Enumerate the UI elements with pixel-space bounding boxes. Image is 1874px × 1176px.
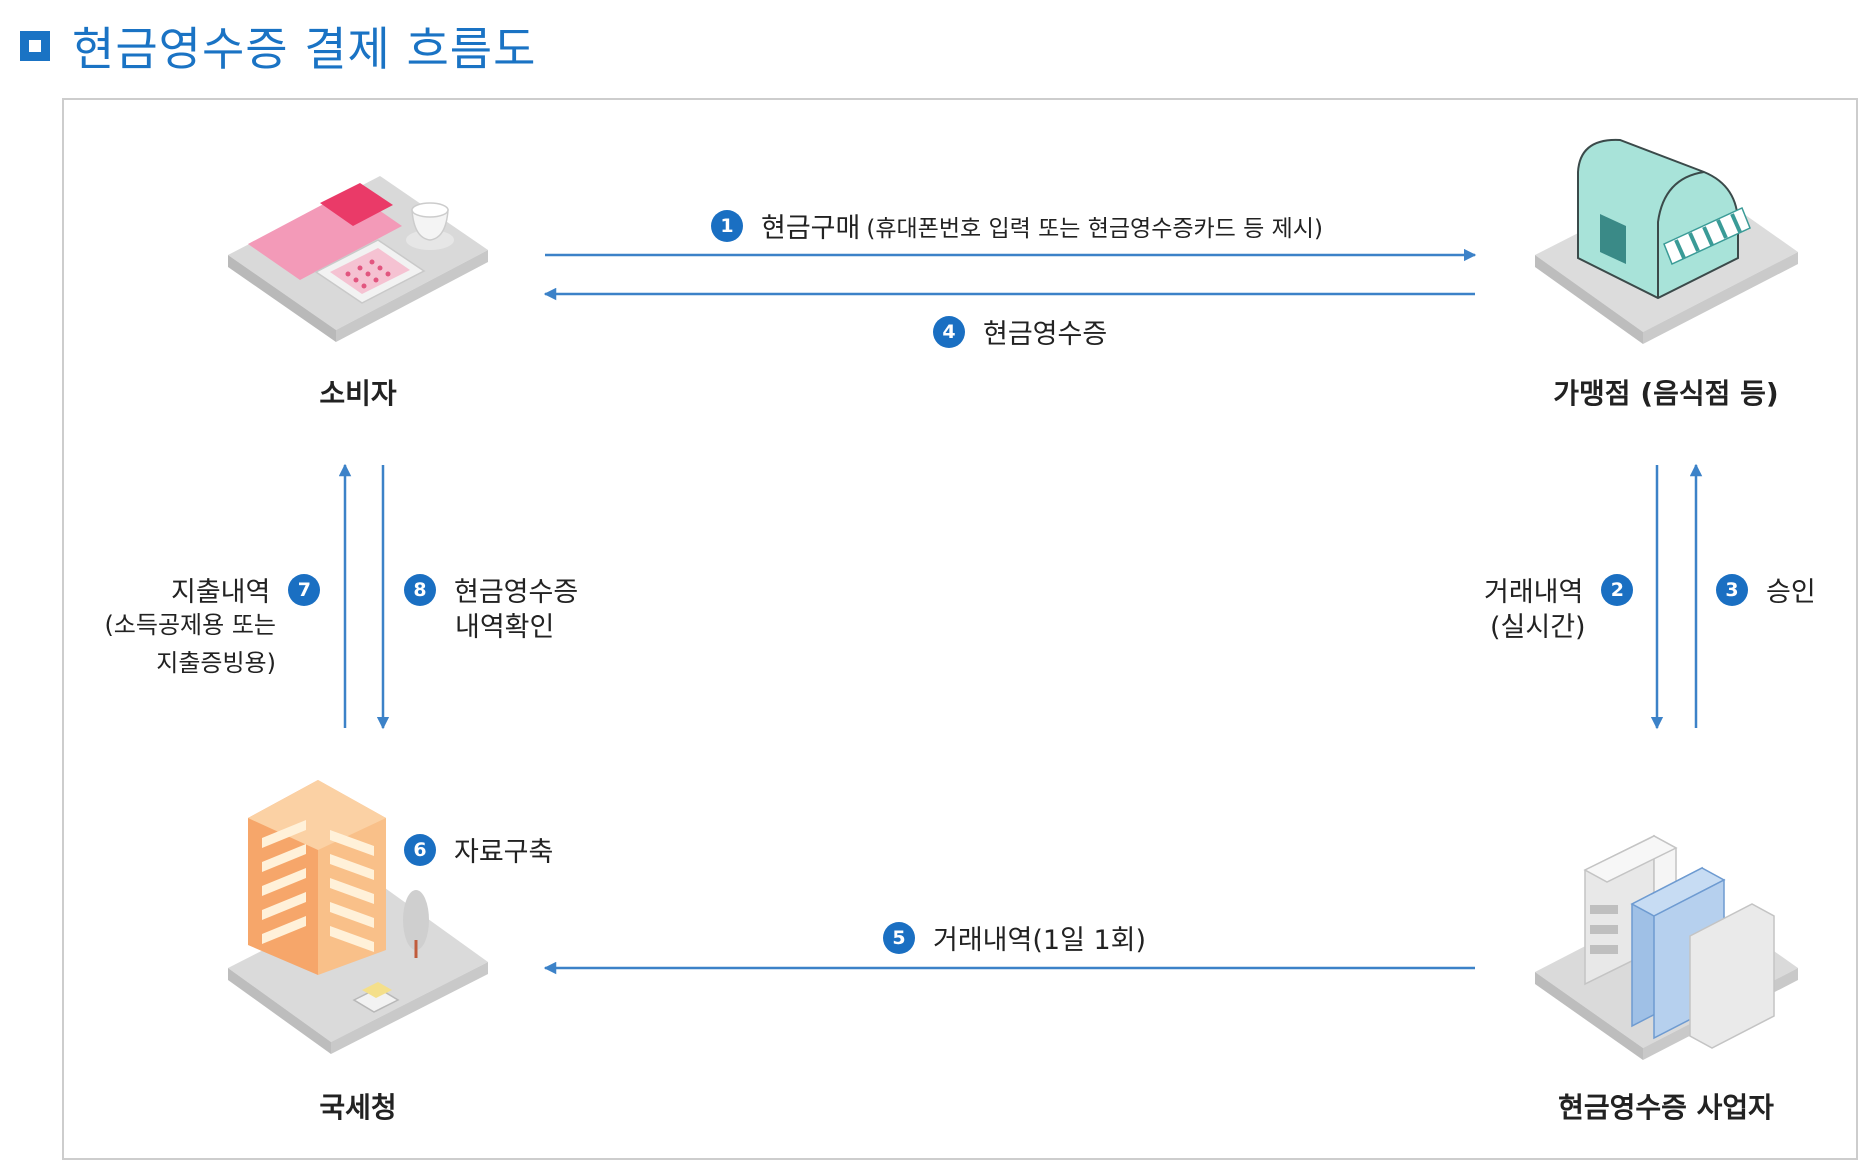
page-title: 현금영수증 결제 흐름도	[72, 22, 537, 76]
step-2-badge: 2	[1601, 573, 1634, 606]
step-7-text: 지출내역	[171, 577, 271, 608]
step-1-badge: 1	[711, 209, 743, 242]
diagram-frame	[62, 98, 1858, 1160]
step-8-badge: 8	[404, 573, 436, 606]
step-4-label: 4 현금영수증	[933, 312, 1107, 351]
step-7-note-line-2: 지출증빙용)	[156, 649, 276, 677]
step-8-label: 8 현금영수증	[404, 570, 578, 609]
step-8-text-line-1: 현금영수증	[454, 577, 579, 608]
step-5-text: 거래내역(1일 1회)	[933, 925, 1147, 956]
page-header: 현금영수증 결제 흐름도	[20, 14, 536, 78]
step-6-text: 자료구축	[454, 837, 554, 868]
server-storage-icon	[1535, 834, 1798, 1060]
step-4-text: 현금영수증	[983, 319, 1108, 350]
title-bullet-icon	[20, 31, 50, 61]
step-7-label: 지출내역 7	[171, 570, 321, 609]
step-5-label: 5 거래내역(1일 1회)	[883, 918, 1146, 957]
office-building-icon	[228, 780, 488, 1054]
step-3-badge: 3	[1716, 573, 1748, 606]
step-6-badge: 6	[404, 833, 436, 866]
shop-awning-icon	[1535, 138, 1798, 344]
step-7-badge: 7	[288, 573, 321, 606]
step-1-label: 1 현금구매 (휴대폰번호 입력 또는 현금영수증카드 등 제시)	[711, 206, 1323, 245]
step-2-label: 거래내역 2	[1484, 570, 1634, 609]
step-1-text: 현금구매	[761, 213, 861, 244]
step-2-text-line-1: 거래내역	[1484, 577, 1584, 608]
step-2-text-line-2: (실시간)	[1490, 612, 1586, 643]
node-label-provider: 현금영수증 사업자	[1558, 1091, 1774, 1124]
step-4-badge: 4	[933, 315, 965, 348]
step-7-note-line-1: (소득공제용 또는	[104, 611, 276, 639]
step-7-note: (소득공제용 또는 지출증빙용)	[96, 606, 276, 682]
node-label-nts: 국세청	[319, 1091, 397, 1124]
wallet-calculator-cup-icon	[228, 176, 488, 342]
step-6-label: 6 자료구축	[404, 830, 553, 869]
node-label-merchant: 가맹점 (음식점 등)	[1553, 377, 1779, 410]
step-8-text-line-2: 내역확인	[455, 612, 555, 643]
step-3-text: 승인	[1766, 577, 1816, 608]
step-3-label: 3 승인	[1716, 570, 1816, 609]
node-label-consumer: 소비자	[319, 377, 397, 410]
step-1-subtext: (휴대폰번호 입력 또는 현금영수증카드 등 제시)	[866, 215, 1323, 242]
step-5-badge: 5	[883, 921, 915, 954]
